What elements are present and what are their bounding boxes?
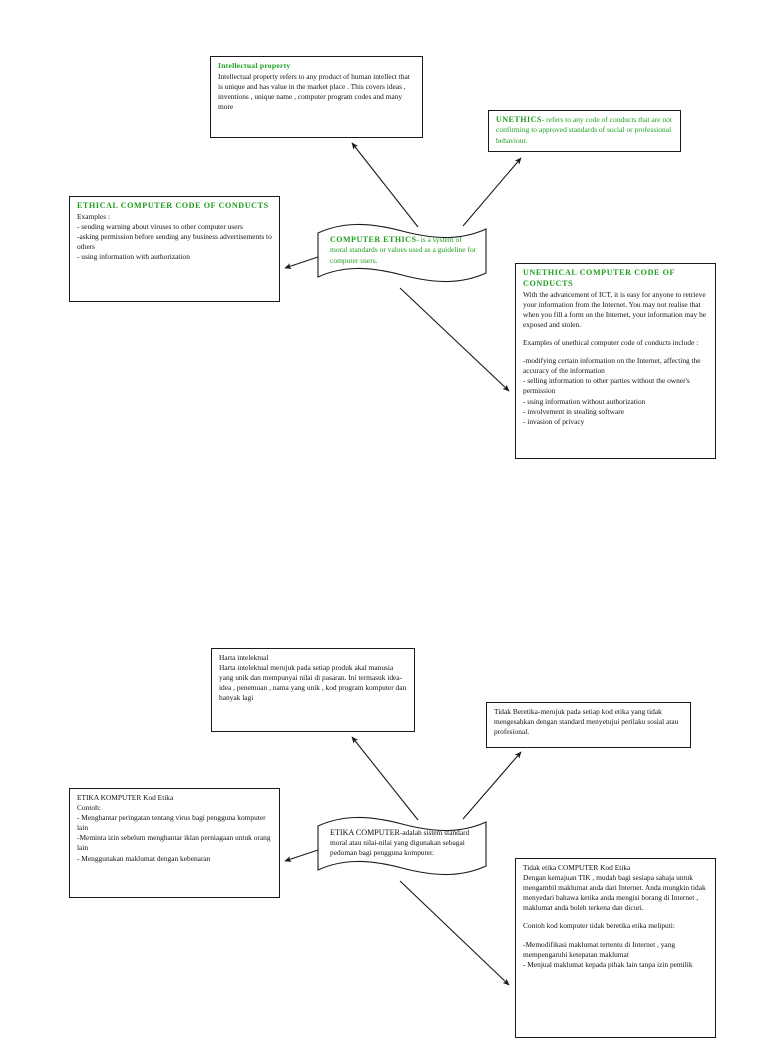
banner-computer-ethics[interactable]: COMPUTER ETHICS- is a system of moral st… xyxy=(316,219,488,287)
node-lead-label: ETIKA COMPUTER xyxy=(330,828,400,837)
node-body-examples-lead: Examples of unethical computer code of c… xyxy=(523,338,699,348)
node-body-examples-lead: Contoh kod komputer tidak beretika etika… xyxy=(523,921,675,931)
node-body-intro: With the advancement of ICT, it is easy … xyxy=(523,289,707,329)
node-title: Intellectual property xyxy=(218,61,291,70)
node-etika-komputer-kod-etika[interactable]: ETIKA KOMPUTER Kod Etika Contoh: - Mengh… xyxy=(69,788,280,898)
node-lead-label: UNETHICS xyxy=(496,115,542,124)
node-unethical-computer-code-of-conducts[interactable]: UNETHICAL COMPUTER CODE OF CONDUCTS With… xyxy=(515,263,716,459)
node-body: Harta intelektual merujuk pada setiap pr… xyxy=(219,663,407,703)
node-title: ETIKA KOMPUTER Kod Etika xyxy=(77,793,174,802)
arrow-center-to-unethical-code xyxy=(399,287,510,392)
node-harta-intelektual[interactable]: Harta intelektual Harta intelektual meru… xyxy=(211,648,415,732)
node-intellectual-property[interactable]: Intellectual property Intellectual prope… xyxy=(210,56,423,138)
spacer xyxy=(523,330,709,338)
node-unethics[interactable]: UNETHICS- refers to any code of conducts… xyxy=(488,110,681,152)
node-body: ETIKA COMPUTER-adalah sistem standard mo… xyxy=(330,828,478,858)
banner-etika-computer[interactable]: ETIKA COMPUTER-adalah sistem standard mo… xyxy=(316,812,488,880)
node-title: UNETHICAL COMPUTER CODE OF CONDUCTS xyxy=(523,268,675,288)
node-body: Intellectual property refers to any prod… xyxy=(218,71,410,111)
node-body: Tidak Beretika-merujuk pada setiap kod e… xyxy=(494,707,679,737)
node-body-intro: Dengan kemajuan TIK , mudah bagi sesiapa… xyxy=(523,873,706,913)
spacer xyxy=(523,913,709,921)
node-tidak-etika-computer-kod-etika[interactable]: Tidak etika COMPUTER Kod Etika Dengan ke… xyxy=(515,858,716,1038)
arrow-center-to-harta-intelektual xyxy=(351,736,419,821)
node-title: ETHICAL COMPUTER CODE OF CONDUCTS xyxy=(77,201,269,210)
node-title: Harta intelektual xyxy=(219,653,269,662)
node-tidak-beretika[interactable]: Tidak Beretika-merujuk pada setiap kod e… xyxy=(486,702,691,748)
banner-text: ETIKA COMPUTER-adalah sistem standard mo… xyxy=(330,828,478,858)
arrow-center-to-ethical-code xyxy=(284,256,319,269)
node-body-examples-list: -modifying certain information on the In… xyxy=(523,356,701,426)
node-lead-text: -adalah sistem standard moral atau nilai… xyxy=(330,828,470,858)
arrow-center-to-tidak-beretika xyxy=(462,751,522,820)
node-lead-label: COMPUTER ETHICS xyxy=(330,235,417,244)
node-body: COMPUTER ETHICS- is a system of moral st… xyxy=(330,235,478,266)
arrow-center-to-tidak-etika-kod xyxy=(399,880,510,986)
node-body: Examples : - sending warning about virus… xyxy=(77,212,272,262)
node-body: Contoh: - Menghantar peringatan tentang … xyxy=(77,803,271,863)
arrow-center-to-unethics xyxy=(462,157,522,227)
node-title: Tidak etika COMPUTER Kod Etika xyxy=(523,863,631,872)
banner-text: COMPUTER ETHICS- is a system of moral st… xyxy=(330,235,478,266)
node-lead-text: - is a system of moral standards or valu… xyxy=(330,235,477,265)
node-body: UNETHICS- refers to any code of conducts… xyxy=(496,115,674,146)
arrow-center-to-etika-komputer-kod xyxy=(284,849,319,862)
node-ethical-computer-code-of-conducts[interactable]: ETHICAL COMPUTER CODE OF CONDUCTS Exampl… xyxy=(69,196,280,302)
arrow-center-to-intellectual-property xyxy=(351,142,419,228)
node-body-examples-list: -Memodifikasi maklumat tertentu di Inter… xyxy=(523,939,693,969)
spacer xyxy=(523,932,709,940)
spacer xyxy=(523,348,709,356)
node-lead-text: - refers to any code of conducts that ar… xyxy=(496,115,672,145)
